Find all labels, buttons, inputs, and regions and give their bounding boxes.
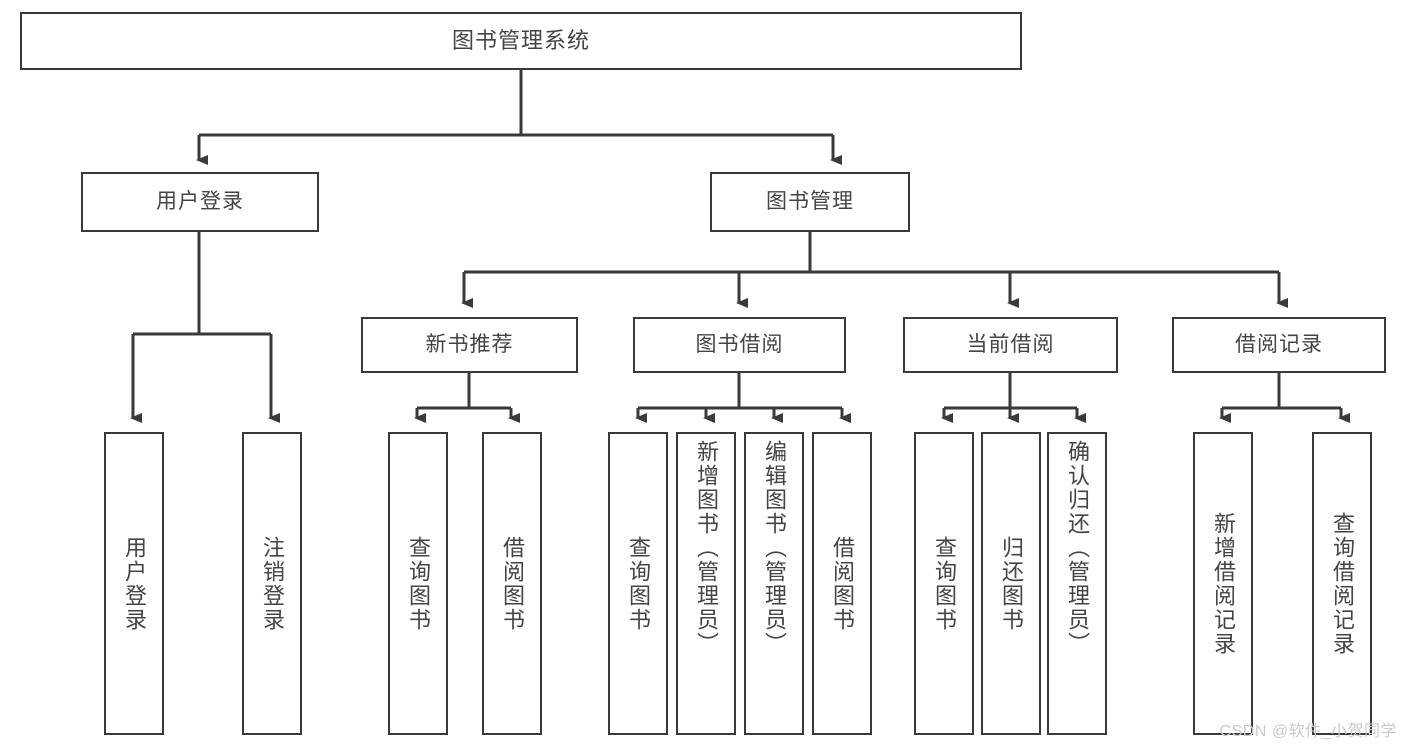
node-new-book-recommend[interactable]: 新书推荐 (361, 317, 578, 373)
leaf-current-borrow-return[interactable]: 归还图书 (981, 432, 1041, 735)
leaf-new-book-query[interactable]: 查询图书 (388, 432, 448, 735)
node-label: 新增借阅记录 (1210, 511, 1236, 656)
node-label: 用户登录 (121, 535, 147, 632)
node-label: 图书管理系统 (451, 28, 590, 54)
node-label: 查询图书 (405, 535, 431, 632)
leaf-current-borrow-confirm-return[interactable]: 确认归还（管理员） (1047, 432, 1107, 735)
node-label: 图书借阅 (695, 332, 784, 356)
node-user-login[interactable]: 用户登录 (81, 172, 319, 232)
node-label: 当前借阅 (966, 332, 1055, 356)
leaf-current-borrow-query[interactable]: 查询图书 (914, 432, 974, 735)
node-borrow-record[interactable]: 借阅记录 (1172, 317, 1386, 373)
node-label: 借阅记录 (1235, 332, 1323, 356)
node-label: 新书推荐 (425, 332, 514, 356)
leaf-new-book-borrow[interactable]: 借阅图书 (482, 432, 542, 735)
node-label: 确认归还（管理员） (1064, 440, 1090, 656)
node-label: 借阅图书 (829, 535, 855, 632)
node-book-management[interactable]: 图书管理 (710, 172, 910, 232)
leaf-user-login-login[interactable]: 用户登录 (104, 432, 164, 735)
node-label: 新增图书（管理员） (693, 440, 719, 656)
node-label: 图书管理 (766, 189, 854, 213)
node-label: 注销登录 (259, 535, 285, 632)
node-label: 查询借阅记录 (1329, 511, 1355, 656)
leaf-book-borrow-borrow[interactable]: 借阅图书 (812, 432, 872, 735)
leaf-book-borrow-add[interactable]: 新增图书（管理员） (676, 432, 736, 735)
node-label: 查询图书 (625, 535, 651, 632)
leaf-book-borrow-query[interactable]: 查询图书 (608, 432, 668, 735)
csdn-watermark: CSDN @软件_小贺同学 (1219, 723, 1397, 740)
node-label: 编辑图书（管理员） (761, 440, 787, 656)
leaf-borrow-record-query[interactable]: 查询借阅记录 (1312, 432, 1372, 735)
node-book-borrow[interactable]: 图书借阅 (633, 317, 846, 373)
leaf-book-borrow-edit[interactable]: 编辑图书（管理员） (744, 432, 804, 735)
node-label: 借阅图书 (499, 535, 525, 632)
node-label: 查询图书 (931, 535, 957, 632)
leaf-user-login-logout[interactable]: 注销登录 (242, 432, 302, 735)
node-root-system[interactable]: 图书管理系统 (20, 12, 1022, 70)
node-label: 用户登录 (156, 189, 244, 213)
node-current-borrow[interactable]: 当前借阅 (903, 317, 1118, 373)
leaf-borrow-record-add[interactable]: 新增借阅记录 (1193, 432, 1253, 735)
node-label: 归还图书 (998, 535, 1024, 632)
